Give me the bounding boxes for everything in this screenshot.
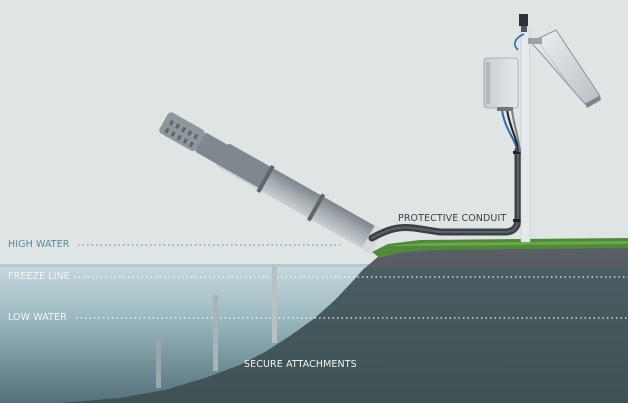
panel-wire [514,33,525,51]
grass-highlight [388,241,628,246]
pipe-clamp [256,164,275,193]
water-surface [0,264,628,267]
high-water-label: HIGH WATER [8,239,70,250]
conduit-coupling [513,151,524,154]
mounting-pole [520,27,531,243]
pump-motor [195,133,271,188]
solar-panel [528,29,601,108]
pole-cap [519,14,528,26]
screen-slots [164,119,199,148]
pole-fitting [521,26,527,32]
cable-glands [497,107,513,111]
submerged-bank [60,268,628,403]
controller-hinge [486,62,490,104]
support-post [213,295,218,371]
control-wires [501,109,521,153]
pipe-clamp [306,193,326,222]
conduit-coupling [513,219,524,222]
conduit-highlight [371,149,519,239]
protective-conduit-label: PROTECTIVE CONDUIT [398,213,507,224]
solar-panel-edge [585,96,601,108]
support-posts [156,265,277,388]
freeze-line-label: FREEZE LINE [8,271,70,282]
pump-assembly [159,112,384,254]
secure-attachments-label: SECURE ATTACHMENTS [244,359,357,370]
low-water-label: LOW WATER [8,312,67,323]
support-post [156,340,161,388]
support-post [272,265,277,343]
panel-bracket [528,38,542,44]
